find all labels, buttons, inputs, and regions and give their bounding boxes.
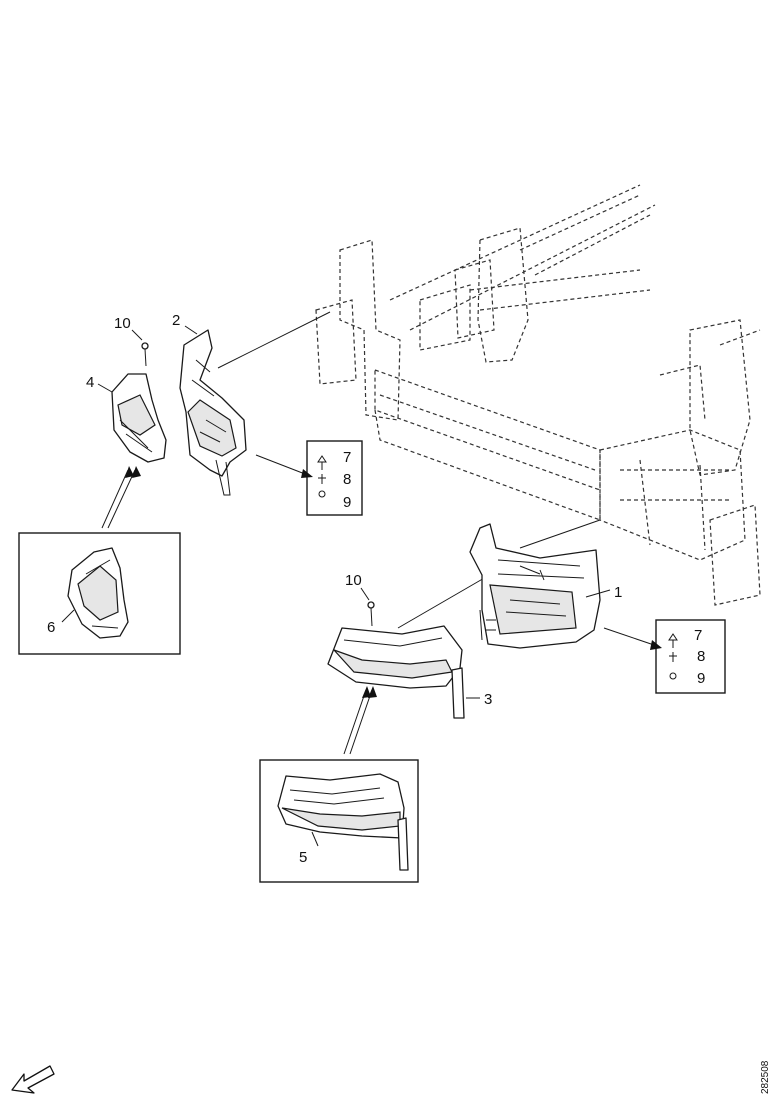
- part-3-front-panel: [327, 625, 465, 719]
- callout-2: 2: [172, 312, 180, 329]
- callout-8-lower: 8: [697, 648, 705, 665]
- callout-6: 6: [47, 619, 55, 636]
- vehicle-frame: [315, 184, 761, 606]
- leader-6: [61, 609, 75, 623]
- front-direction-arrow-icon: [11, 1065, 55, 1094]
- callout-10-upper: 10: [114, 315, 131, 332]
- part-1-center-bracket: [469, 523, 601, 649]
- inset-pointer-6-arrowheads: [125, 466, 141, 478]
- leader-box-lower-arrowhead: [650, 640, 662, 650]
- callout-10-lower: 10: [345, 572, 362, 589]
- fastener-box-lower: [655, 619, 726, 694]
- leader-4: [97, 383, 113, 393]
- fastener-box-upper: [306, 440, 363, 516]
- fastener-10-upper-icon: [141, 342, 149, 367]
- callout-7-lower: 7: [694, 627, 702, 644]
- callout-4: 4: [86, 374, 94, 391]
- leader-10-lower: [360, 587, 370, 601]
- callout-5: 5: [299, 849, 307, 866]
- inset-pointer-5-arrowheads: [362, 686, 377, 698]
- inset-pointer-6: [101, 469, 136, 529]
- callout-7-upper: 7: [343, 449, 351, 466]
- leader-5: [311, 831, 319, 847]
- leader-box-upper: [255, 454, 306, 475]
- leader-1: [585, 589, 611, 598]
- part-4-side-cover: [111, 373, 167, 463]
- callout-9-upper: 9: [343, 494, 351, 511]
- callout-3: 3: [484, 691, 492, 708]
- leader-box-lower: [603, 627, 655, 646]
- assembly-line-1: [519, 519, 601, 549]
- leader-box-upper-arrowhead: [301, 469, 313, 478]
- inset-box-part-5: [259, 759, 419, 883]
- fastener-10-lower-icon: [367, 601, 375, 627]
- inset-box-part-6: [18, 532, 181, 655]
- inset-pointer-5: [343, 689, 373, 755]
- assembly-line-2: [217, 311, 331, 369]
- part-2-bracket: [179, 329, 247, 496]
- leader-10-upper: [131, 329, 143, 341]
- callout-1: 1: [614, 584, 622, 601]
- leader-2: [184, 325, 198, 335]
- drawing-reference-id: 282508: [760, 1060, 771, 1094]
- callout-9-lower: 9: [697, 670, 705, 687]
- callout-8-upper: 8: [343, 471, 351, 488]
